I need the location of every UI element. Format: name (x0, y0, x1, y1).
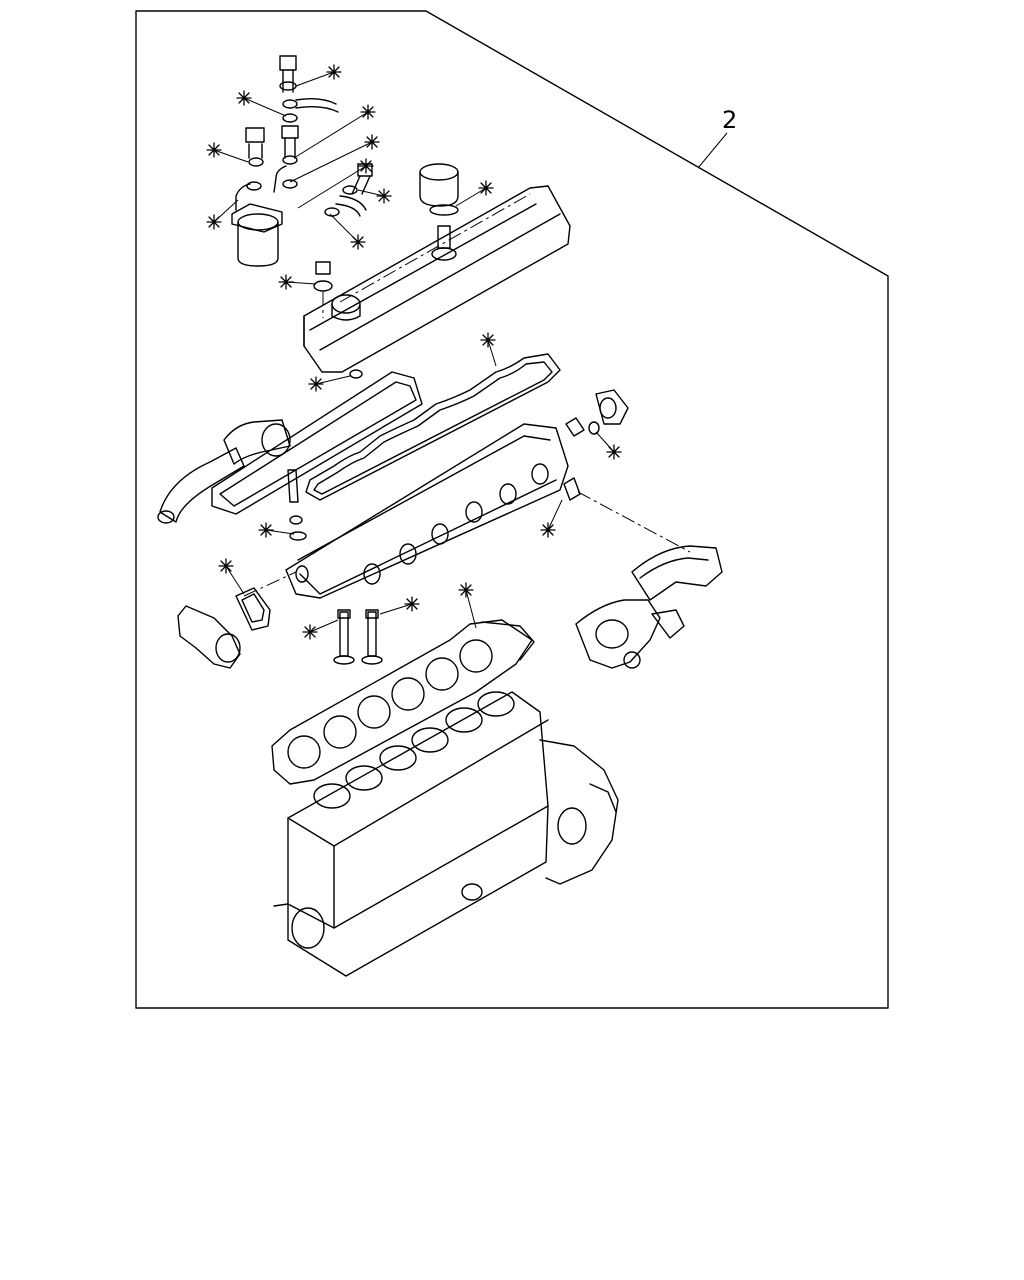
kit-symbol-16 (540, 499, 563, 538)
intake-exhaust-valves (333, 609, 383, 665)
kit-symbol-18 (302, 619, 339, 640)
kit-symbol-7 (206, 199, 239, 230)
kit-symbol-5 (289, 134, 380, 183)
kit-symbol-19 (379, 596, 420, 615)
kit-symbol-15 (258, 522, 295, 538)
kit-symbol-8 (329, 213, 366, 250)
callout-leader (697, 132, 728, 169)
kit-symbol-1 (295, 64, 342, 87)
water-pipe-connector (177, 571, 297, 669)
callout-number: 2 (722, 106, 737, 134)
kit-symbol-6 (297, 158, 374, 209)
diagram-frame (135, 10, 889, 1009)
cylinder-block (273, 691, 619, 977)
banjo-bolts-and-washers (273, 55, 373, 217)
injector-and-washers (287, 469, 307, 541)
kit-symbol-14 (595, 431, 622, 460)
kit-symbol-9 (357, 188, 392, 204)
kit-symbol-2 (236, 90, 287, 117)
oil-filter-assembly (231, 127, 283, 267)
kit-symbol-12 (308, 375, 351, 392)
kit-symbol-10 (455, 180, 494, 207)
cylinder-head-gasket (271, 619, 535, 785)
kit-symbol-17 (218, 558, 245, 595)
kit-symbol-group (206, 64, 622, 640)
oil-separator-breather (419, 163, 459, 216)
kit-symbol-20 (458, 582, 477, 629)
cylinder-head (285, 423, 569, 599)
intake-manifold (157, 369, 423, 524)
kit-symbol-4 (206, 142, 249, 163)
rocker-cover (303, 185, 571, 373)
rocker-cover-gasket (305, 353, 561, 501)
kit-symbol-3 (293, 104, 376, 159)
cap-nut-and-washer (313, 261, 333, 318)
exhaust-manifold-turbo (563, 477, 723, 669)
thermostat-housing (565, 389, 629, 437)
kit-symbol-11 (278, 274, 317, 290)
kit-symbol-13 (480, 332, 497, 367)
